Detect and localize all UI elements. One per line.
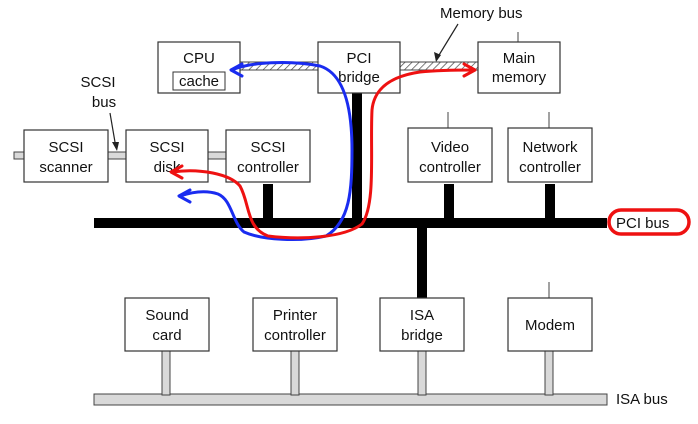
- scsi-disk-box: [125, 129, 209, 183]
- printer-controller-box: [252, 297, 338, 352]
- pci-bus: [94, 218, 607, 228]
- main-memory-label-1: Main: [503, 50, 536, 67]
- cache-box: [172, 71, 226, 91]
- pci-drop-isa-bridge: [417, 226, 427, 298]
- scsi-scanner-box: [23, 129, 109, 183]
- video-controller-label-1: Video: [431, 139, 469, 156]
- sound-card-box: [124, 297, 210, 352]
- pci-drop-network: [545, 184, 555, 220]
- pci-drop-video: [444, 184, 454, 220]
- memory-bus-pointer-head: [434, 52, 441, 62]
- isa-drop-printer: [290, 350, 300, 396]
- sound-card-label-2: card: [152, 327, 181, 344]
- video-controller-label-2: controller: [419, 159, 481, 176]
- cpu-label: CPU: [183, 50, 215, 67]
- scsi-disk-label-1: SCSI: [149, 139, 184, 156]
- main-memory-label-2: memory: [492, 69, 547, 86]
- isa-bus: [93, 393, 608, 406]
- isa-bridge-label-2: bridge: [401, 327, 443, 344]
- isa-drop-isa-bridge: [417, 350, 427, 396]
- pci-bridge-label-2: bridge: [338, 69, 380, 86]
- scsi-scanner-label-1: SCSI: [48, 139, 83, 156]
- isa-bus-annotation: ISA bus: [616, 391, 668, 408]
- network-controller-label-1: Network: [522, 139, 578, 156]
- scsi-controller-label-1: SCSI: [250, 139, 285, 156]
- scsi-controller-box: [225, 129, 311, 183]
- red-arrowhead-memory: [462, 62, 477, 78]
- pci-bridge-label-1: PCI: [346, 50, 371, 67]
- scsi-scanner-label-2: scanner: [39, 159, 92, 176]
- network-controller-box: [507, 127, 593, 183]
- blue-arrowhead-disk: [177, 188, 192, 204]
- cache-label: cache: [179, 73, 219, 90]
- cpu-box: [157, 41, 241, 94]
- scsi-bus-pointer-head: [112, 142, 119, 151]
- scsi-controller-label-2: controller: [237, 159, 299, 176]
- pci-bus-annotation: PCI bus: [616, 215, 669, 232]
- modem-label: Modem: [525, 317, 575, 334]
- network-controller-label-2: controller: [519, 159, 581, 176]
- isa-drop-sound: [161, 350, 171, 396]
- blue-hand-drawn-path: [178, 61, 354, 241]
- printer-controller-label-2: controller: [264, 327, 326, 344]
- isa-drop-modem: [544, 350, 554, 396]
- memory-bus-annotation: Memory bus: [440, 5, 523, 22]
- blue-arrowhead-cpu: [229, 62, 244, 78]
- main-memory-box: [477, 41, 561, 94]
- isa-bridge-label-1: ISA: [410, 307, 434, 324]
- modem-box: [507, 297, 593, 352]
- red-hand-drawn-path: [170, 68, 476, 240]
- sound-card-label-1: Sound: [145, 307, 188, 324]
- pci-bus-red-circle: [607, 208, 691, 236]
- scsi-bus-annotation-2: bus: [92, 94, 116, 111]
- scsi-bus-annotation-1: SCSI: [80, 74, 115, 91]
- video-controller-box: [407, 127, 493, 183]
- printer-controller-label-1: Printer: [273, 307, 317, 324]
- memory-bus-pointer: [435, 23, 459, 61]
- pci-drop-scsi-controller: [263, 184, 273, 220]
- pci-drop-pci-bridge: [352, 93, 362, 220]
- red-arrowhead-disk: [169, 164, 184, 180]
- isa-bridge-box: [379, 297, 465, 352]
